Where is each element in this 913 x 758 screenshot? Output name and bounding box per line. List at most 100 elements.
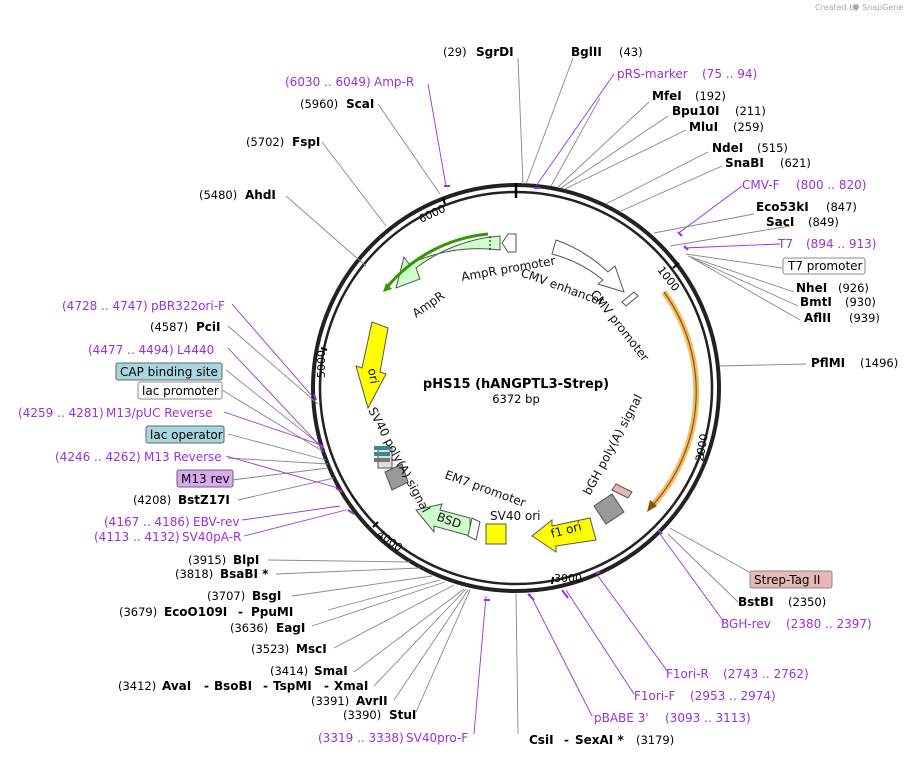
f1-ori-arrow[interactable] <box>531 517 597 553</box>
enzyme-smai[interactable]: SmaI <box>314 664 348 678</box>
enzyme-blpi[interactable]: BlpI <box>233 553 259 567</box>
enzyme-avai[interactable]: AvaI <box>162 679 191 693</box>
cmv-promoter-arrow[interactable] <box>621 291 639 307</box>
bgh-polya-box[interactable] <box>593 493 625 525</box>
enzyme-ecoo109i[interactable]: EcoO109I <box>164 605 227 619</box>
pos-ndei: (515) <box>757 141 788 155</box>
ori-arrow[interactable] <box>355 321 389 410</box>
pos-csii: (3179) <box>636 733 674 747</box>
enzyme-aflii[interactable]: AflII <box>804 311 831 325</box>
plasmid-size: 6372 bp <box>492 392 540 406</box>
enzyme-sgrdi[interactable]: SgrDI <box>476 45 514 59</box>
primer-sv40pro-f[interactable]: SV40pro-F <box>406 731 468 745</box>
amp-r-primer-arc <box>386 232 489 287</box>
strep-tag-box[interactable] <box>611 483 633 499</box>
primer-leader-lines <box>223 73 781 735</box>
pos-nhei: (926) <box>838 281 869 295</box>
enzyme-bstz17i[interactable]: BstZ17I <box>178 493 230 507</box>
primer-l4440[interactable]: L4440 <box>177 343 214 357</box>
tick-label: 6000 <box>417 202 448 226</box>
pos-bstbi: (2350) <box>788 595 826 609</box>
feature-m13-rev: M13 rev <box>181 472 230 486</box>
enzyme-bstbi[interactable]: BstBI <box>738 595 774 609</box>
primer-prs-marker[interactable]: pRS-marker <box>617 67 688 81</box>
primer-m13puc-reverse[interactable]: M13/pUC Reverse <box>106 406 213 420</box>
primer-cmv-f[interactable]: CMV-F <box>742 178 780 192</box>
enzyme-tspmi[interactable]: TspMI <box>273 679 312 693</box>
enzyme-nhei[interactable]: NheI <box>796 281 827 295</box>
primer-l4440-range: (4477 .. 4494) <box>88 343 174 357</box>
amp-r-primer-head <box>383 283 392 292</box>
strep-tag-label-box[interactable] <box>749 570 833 589</box>
enzyme-scai[interactable]: ScaI <box>346 97 374 111</box>
enzyme-xmai[interactable]: XmaI <box>334 679 368 693</box>
enzyme-bpu10i[interactable]: Bpu10I <box>672 104 719 118</box>
enzyme-ahdi[interactable]: AhdI <box>245 188 276 202</box>
enzyme-mlui[interactable]: MluI <box>689 120 718 134</box>
enzyme-csii[interactable]: CsiI <box>529 733 554 747</box>
primer-f1ori-r[interactable]: F1ori-R <box>666 667 709 681</box>
enzyme-pcii[interactable]: PciI <box>196 320 221 334</box>
enzyme-msci[interactable]: MscI <box>296 642 327 656</box>
em7-promoter-arrow[interactable] <box>467 517 481 541</box>
pos-bstz17i: (4208) <box>133 493 171 507</box>
enzyme-sexai[interactable]: SexAI * <box>575 733 624 747</box>
sv40-polya-gray[interactable] <box>384 463 409 491</box>
enzyme-mfei[interactable]: MfeI <box>652 89 682 103</box>
m13-rev-box[interactable] <box>176 469 234 488</box>
bsd-arrow[interactable] <box>415 503 471 537</box>
tick-mark <box>320 347 328 351</box>
primer-sv40pro-f-range: (3319 .. 3338) <box>318 731 404 745</box>
primer-sv40pa-r[interactable]: SV40pA-R <box>182 530 241 544</box>
tick-label: 5000 <box>315 350 328 378</box>
tick-label: 3000 <box>554 572 582 585</box>
cmv-enhancer-arrow[interactable] <box>551 239 625 293</box>
enzyme-eco53ki[interactable]: Eco53kI <box>756 200 809 214</box>
ampr-promoter-arrow[interactable] <box>501 233 517 253</box>
enzyme-bsobi[interactable]: BsoBI <box>214 679 252 693</box>
leader-lines <box>221 57 807 735</box>
enzyme-saci[interactable]: SacI <box>766 215 794 229</box>
lac-operator-box[interactable] <box>145 425 225 444</box>
pos-mlui: (259) <box>733 120 764 134</box>
sv40-ori-box[interactable] <box>485 523 507 545</box>
pos-fspi: (5702) <box>246 135 284 149</box>
primer-bgh-rev-range: (2380 .. 2397) <box>786 617 872 631</box>
enzyme-ppumi[interactable]: PpuMI <box>251 605 293 619</box>
primer-bgh-rev[interactable]: BGH-rev <box>721 617 771 631</box>
primer-amp-r[interactable]: Amp-R <box>374 75 414 89</box>
t7-promoter-box[interactable] <box>782 257 866 275</box>
enzyme-bsabi[interactable]: BsaBI * <box>220 567 269 581</box>
label-ori: ori <box>365 367 381 385</box>
primer-pbabe3[interactable]: pBABE 3' <box>594 711 649 725</box>
primer-pbr322ori-f[interactable]: pBR322ori-F <box>151 299 225 313</box>
enzyme-bsgi[interactable]: BsgI <box>252 589 281 603</box>
enzyme-avrii[interactable]: AvrII <box>356 694 388 708</box>
pos-blpi: (3915) <box>188 553 226 567</box>
primer-ebv-rev[interactable]: EBV-rev <box>193 515 239 529</box>
primer-m13-reverse-range: (4246 .. 4262) <box>55 450 141 464</box>
primer-f1ori-f[interactable]: F1ori-F <box>634 689 675 703</box>
primer-m13-reverse[interactable]: M13 Reverse <box>144 450 222 464</box>
enzyme-csii-sep: - <box>564 733 569 747</box>
insert-orange-arc <box>649 290 700 509</box>
primer-t7[interactable]: T7 <box>777 237 793 251</box>
pos-pflmi: (1496) <box>860 356 898 370</box>
enzyme-bmti[interactable]: BmtI <box>800 295 832 309</box>
lac-promoter-box[interactable] <box>137 381 223 400</box>
pos-eco53ki: (847) <box>826 200 857 214</box>
enzyme-bglii[interactable]: BglII <box>571 45 602 59</box>
enzyme-stui[interactable]: StuI <box>389 708 416 722</box>
enzyme-fspi[interactable]: FspI <box>292 135 320 149</box>
pos-smai: (3414) <box>270 664 308 678</box>
cap-binding-site-box[interactable] <box>115 362 223 381</box>
feature-lac-operator: lac operator <box>150 428 223 442</box>
enzyme-ndei[interactable]: NdeI <box>712 141 743 155</box>
enzyme-eagi[interactable]: EagI <box>276 621 305 635</box>
primer-cmv-f-range: (800 .. 820) <box>796 178 866 192</box>
feature-strep-tag: Strep-Tag II <box>754 573 820 587</box>
enzyme-pflmi[interactable]: PflMI <box>811 356 845 370</box>
pos-bpu10i: (211) <box>735 104 766 118</box>
pos-bsgi: (3707) <box>207 589 245 603</box>
enzyme-snabi[interactable]: SnaBI <box>725 156 764 170</box>
